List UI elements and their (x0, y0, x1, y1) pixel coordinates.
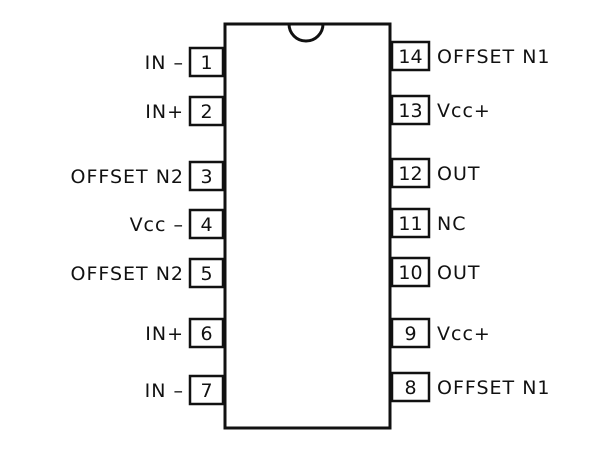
pin-1-label: IN – (145, 52, 184, 74)
pin-4-label: Vcc – (130, 214, 184, 236)
pin-9-box (390, 317, 431, 349)
pin-2-box (188, 95, 225, 127)
pin-13-number: 13 (398, 100, 422, 122)
pin-12-label: OUT (437, 163, 480, 185)
pin-10-label: OUT (437, 262, 480, 284)
pin-3-number: 3 (200, 166, 212, 188)
pin-2-label: IN+ (145, 101, 184, 123)
pin-11-label: NC (437, 213, 466, 235)
pin-6-box (188, 317, 225, 349)
pin-8-box (390, 371, 431, 403)
pin-1-number: 1 (200, 52, 212, 74)
pin-14-label: OFFSET N1 (437, 46, 551, 68)
pin-11-number: 11 (398, 213, 422, 235)
pin-12-number: 12 (398, 163, 422, 185)
pin-12-box (390, 157, 431, 189)
pin-9-number: 9 (404, 323, 416, 345)
pin-7-number: 7 (200, 380, 212, 402)
pin-7-box (188, 374, 225, 406)
pin-5-box (188, 257, 225, 289)
pin-8-label: OFFSET N1 (437, 377, 551, 399)
pin-10-number: 10 (398, 262, 422, 284)
pin-3-box (188, 160, 225, 192)
pin-6-number: 6 (200, 323, 212, 345)
pin-1-box (188, 46, 225, 78)
pin-14-box (390, 40, 431, 72)
pin-4-number: 4 (200, 214, 212, 236)
pin-8-number: 8 (404, 377, 416, 399)
pin-2-number: 2 (200, 101, 212, 123)
pin-5-label: OFFSET N2 (71, 263, 185, 285)
chip-body (223, 22, 392, 430)
pin-14-number: 14 (398, 46, 422, 68)
chip-notch (287, 23, 325, 43)
pin-6-label: IN+ (145, 323, 184, 345)
pin-13-label: Vcc+ (437, 100, 491, 122)
pin-5-number: 5 (200, 263, 212, 285)
pin-4-box (188, 208, 225, 240)
pin-10-box (390, 256, 431, 288)
pin-9-label: Vcc+ (437, 323, 491, 345)
pin-13-box (390, 94, 431, 126)
pin-3-label: OFFSET N2 (71, 166, 185, 188)
pin-7-label: IN – (145, 380, 184, 402)
pin-11-box (390, 207, 431, 239)
